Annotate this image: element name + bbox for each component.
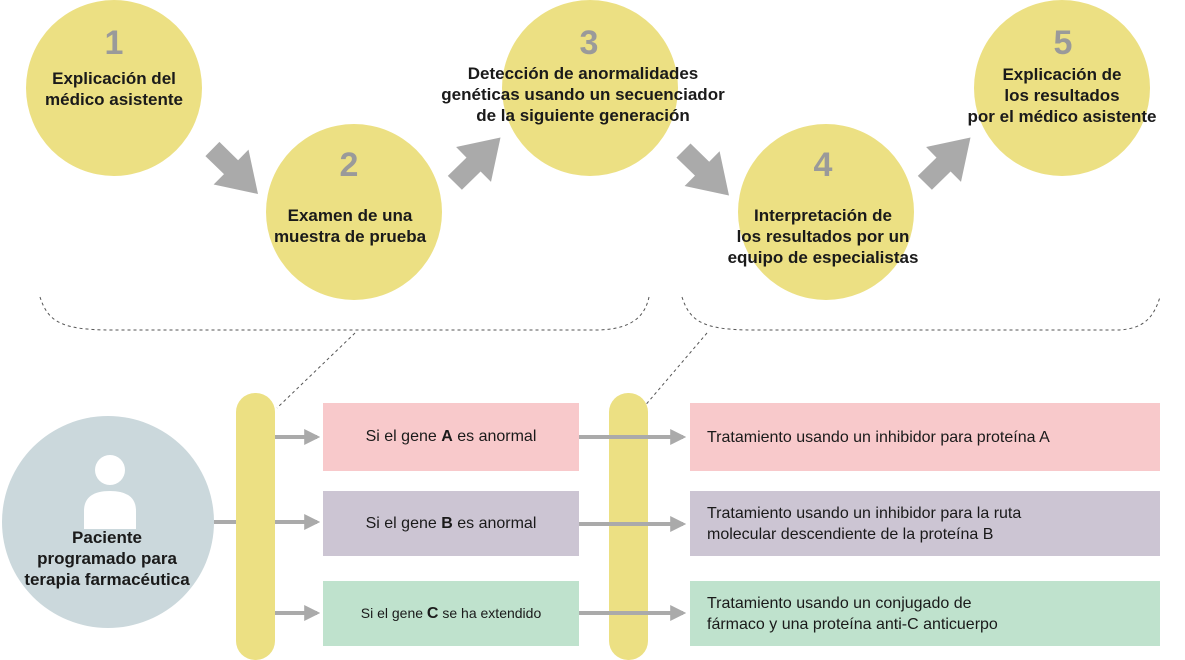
bracket-pointer-right <box>642 332 708 409</box>
step-3-line-2: genéticas usando un secuenciador <box>441 85 725 104</box>
step-4-line-2: los resultados por un <box>736 227 910 246</box>
step-2-circle <box>266 124 442 300</box>
patient-line-2: programado para <box>37 549 177 568</box>
step-3-line-3: de la siguiente generación <box>476 106 690 125</box>
step-2-line-1: Examen de una <box>287 206 413 225</box>
step-5-number: 5 <box>1053 24 1073 62</box>
condition-a-prefix: Si el gene <box>365 428 442 445</box>
step-5-line-1: Explicación de <box>1002 65 1122 84</box>
condition-a-gene: A <box>441 428 453 445</box>
condition-a-box: Si el gene A es anormal <box>323 403 579 471</box>
step-1-line-1: Explicación del <box>52 69 176 88</box>
step-5-line-2: los resultados <box>1004 86 1120 105</box>
step-1-text: Explicación del médico asistente <box>0 68 294 110</box>
condition-c-suffix: se ha extendido <box>438 604 542 621</box>
treatment-a-box: Tratamiento usando un inhibidor para pro… <box>690 403 1160 471</box>
step-4-circle <box>738 124 914 300</box>
step-2-number: 2 <box>339 146 359 184</box>
step-arrow-1-2 <box>205 141 258 194</box>
condition-b-gene: B <box>441 514 453 532</box>
bracket-pointer-left <box>276 332 356 409</box>
step-1-line-2: médico asistente <box>45 90 183 109</box>
step-3-circle <box>502 0 678 176</box>
step-3-line-1: Detección de anormalidades <box>467 64 699 83</box>
step-2-text: Examen de una muestra de prueba <box>170 205 530 247</box>
step-5-text: Explicación de los resultados por el méd… <box>882 64 1185 127</box>
step-4-line-3: equipo de especialistas <box>727 248 919 267</box>
condition-a-text: Si el gene A es anormal <box>366 428 537 446</box>
treatment-b-box: Tratamiento usando un inhibidor para la … <box>690 491 1160 556</box>
step-arrow-4-5 <box>917 137 971 190</box>
step-1-number: 1 <box>104 24 124 62</box>
condition-c-prefix: Si el gene <box>360 604 427 621</box>
step-4-number: 4 <box>813 146 833 184</box>
condition-b-prefix: Si el gene <box>365 514 442 532</box>
condition-c-gene: C <box>426 604 439 622</box>
treatment-b-line-1: Tratamiento usando un inhibidor para la … <box>707 504 1022 522</box>
treatment-c-line-1: Tratamiento usando un conjugado de <box>707 594 972 612</box>
person-icon <box>84 455 136 529</box>
treatment-a-line-1: Tratamiento usando un inhibidor para pro… <box>707 428 1050 446</box>
step-arrow-2-3 <box>447 137 501 190</box>
condition-a-suffix: es anormal <box>452 428 537 445</box>
step-arrow-3-4 <box>676 143 729 196</box>
condition-c-text: Si el gene C se ha extendido <box>361 605 541 623</box>
treatment-c-box: Tratamiento usando un conjugado de fárma… <box>690 581 1160 646</box>
step-3-text: Detección de anormalidades genéticas usa… <box>403 63 763 126</box>
screening-pillar-right <box>609 393 648 660</box>
treatment-b-line-2: molecular descendiente de la proteína B <box>707 525 994 543</box>
condition-b-text: Si el gene B es anormal <box>366 515 537 533</box>
treatment-c-text: Tratamiento usando un conjugado de fárma… <box>707 593 998 635</box>
step-5-line-3: por el médico asistente <box>967 107 1157 126</box>
patient-line-3: terapia farmacéutica <box>24 570 190 589</box>
step-3-number: 3 <box>579 24 599 62</box>
patient-label: Paciente programado para terapia farmacé… <box>0 527 217 590</box>
stage-bracket-left <box>39 296 650 331</box>
screening-pillar-left <box>236 393 275 660</box>
condition-b-suffix: es anormal <box>452 514 537 532</box>
treatment-a-text: Tratamiento usando un inhibidor para pro… <box>707 427 1050 448</box>
step-4-text: Interpretación de los resultados por un … <box>643 205 1003 268</box>
treatment-b-text: Tratamiento usando un inhibidor para la … <box>707 503 1021 545</box>
step-5-circle <box>974 0 1150 176</box>
step-4-line-1: Interpretación de <box>754 206 892 225</box>
stage-bracket-right <box>681 296 1161 331</box>
condition-b-box: Si el gene B es anormal <box>323 491 579 556</box>
patient-line-1: Paciente <box>72 528 142 547</box>
step-1-circle <box>26 0 202 176</box>
treatment-c-line-2: fármaco y una proteína anti-C anticuerpo <box>707 615 998 633</box>
condition-c-box: Si el gene C se ha extendido <box>323 581 579 646</box>
step-2-line-2: muestra de prueba <box>273 227 427 246</box>
